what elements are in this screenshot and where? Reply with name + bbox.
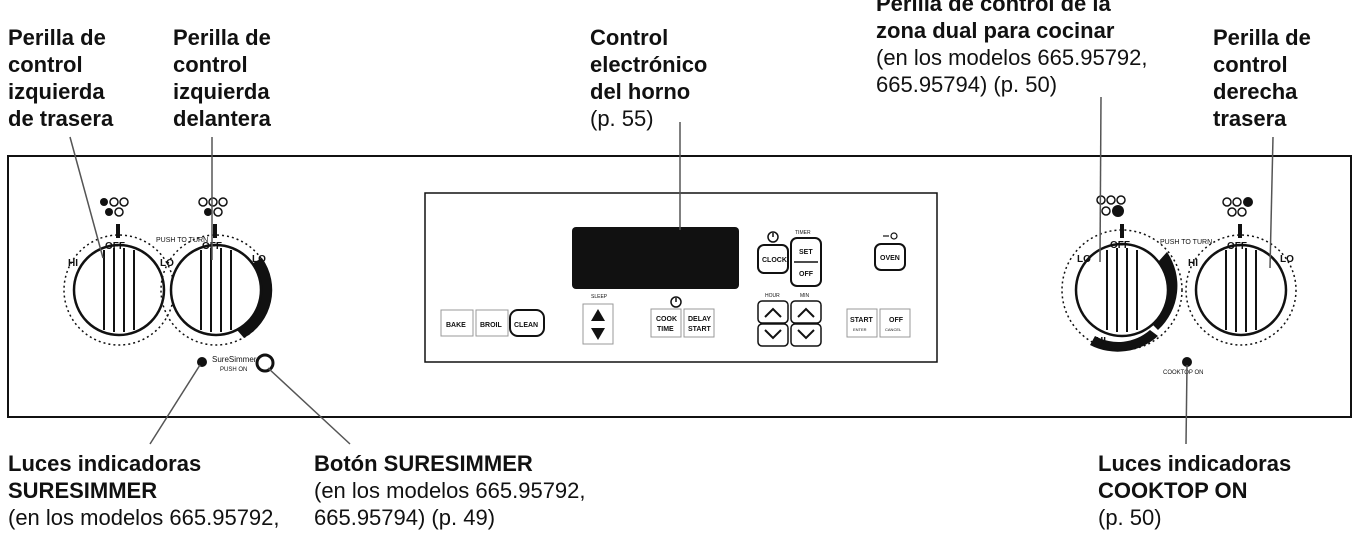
burner-indicator-icon: [1096, 195, 1126, 217]
suresimmer-sub: PUSH ON: [220, 367, 247, 373]
knob-hi-label: HI: [1188, 258, 1198, 269]
hour-up-button[interactable]: [757, 300, 789, 324]
leader-lines: [69, 96, 1274, 445]
sleep-label: SLEEP: [591, 294, 608, 300]
svg-text:OFF: OFF: [889, 317, 904, 324]
left-rear-knob[interactable]: OFF LO HI: [63, 197, 175, 346]
hour-label: HOUR: [765, 293, 780, 299]
left-front-knob[interactable]: OFF LO: [160, 197, 273, 346]
oven-light-button[interactable]: OVEN: [874, 243, 906, 271]
suresimmer-label: SureSimmer: [212, 355, 257, 364]
timer-set-off-button[interactable]: SET OFF: [790, 237, 822, 287]
suresimmer-button[interactable]: [255, 353, 275, 373]
min-down-button[interactable]: [790, 323, 822, 347]
min-label: MIN: [800, 293, 810, 299]
svg-text:TIME: TIME: [657, 326, 674, 333]
push-to-turn-right: PUSH TO TURN: [1160, 239, 1212, 246]
suresimmer-indicator-light: [197, 357, 207, 367]
svg-text:OVEN: OVEN: [880, 255, 900, 262]
delay-start-button[interactable]: DELAY START: [683, 308, 715, 338]
oven-display: [572, 227, 739, 289]
svg-text:CLOCK: CLOCK: [762, 257, 787, 264]
knob-hi-label: HI: [1096, 336, 1106, 347]
bake-button[interactable]: BAKE: [440, 309, 474, 337]
clock-icon: [670, 296, 682, 308]
dual-zone-knob[interactable]: OFF LO HI: [1061, 195, 1183, 352]
clock-icon: [767, 231, 779, 243]
svg-text:DELAY: DELAY: [688, 316, 711, 323]
broil-button[interactable]: BROIL: [475, 309, 509, 337]
svg-text:BAKE: BAKE: [446, 322, 466, 329]
knob-lo-label: LO: [1077, 254, 1091, 265]
svg-text:BROIL: BROIL: [480, 322, 503, 329]
knob-off-label: OFF: [105, 241, 125, 252]
knob-lo-label: LO: [252, 254, 266, 265]
svg-text:ENTER: ENTER: [853, 327, 867, 332]
timer-label: TIMER: [795, 230, 811, 236]
svg-text:COOK: COOK: [656, 316, 677, 323]
sleep-button[interactable]: [582, 303, 614, 345]
knob-off-label: OFF: [1227, 241, 1247, 252]
cooktop-on-indicator-light: [1182, 357, 1192, 367]
svg-text:CLEAN: CLEAN: [514, 322, 538, 329]
svg-text:START: START: [688, 326, 712, 333]
burner-indicator-icon: [1222, 197, 1253, 217]
start-button[interactable]: START ENTER: [846, 308, 878, 338]
knob-lo-label: LO: [160, 258, 174, 269]
svg-text:SET: SET: [799, 249, 813, 256]
callout-suresimmer-button: Botón SURESIMMER (en los modelos 665.957…: [314, 451, 586, 530]
burner-indicator-icon: [100, 197, 129, 217]
svg-text:OFF: OFF: [799, 271, 814, 278]
clean-button[interactable]: CLEAN: [509, 309, 545, 337]
knob-off-label: OFF: [1110, 240, 1130, 251]
right-rear-knob[interactable]: OFF LO HI: [1185, 197, 1297, 346]
oven-control-panel: BAKE BROIL CLEAN SLEEP COOK TIME DELA: [424, 192, 938, 363]
knob-lo-label: LO: [1280, 254, 1294, 265]
push-to-turn-left: PUSH TO TURN: [156, 237, 208, 244]
svg-text:START: START: [850, 317, 874, 324]
burner-indicator-icon: [198, 197, 228, 217]
cooktop-on-label: COOKTOP ON: [1163, 370, 1203, 376]
oven-light-icon: [883, 232, 898, 240]
svg-text:CANCEL: CANCEL: [885, 327, 902, 332]
min-up-button[interactable]: [790, 300, 822, 324]
off-cancel-button[interactable]: OFF CANCEL: [879, 308, 911, 338]
hour-down-button[interactable]: [757, 323, 789, 347]
clock-button[interactable]: CLOCK: [757, 244, 789, 274]
knob-hi-label: HI: [68, 258, 78, 269]
cook-time-button[interactable]: COOK TIME: [650, 308, 682, 338]
